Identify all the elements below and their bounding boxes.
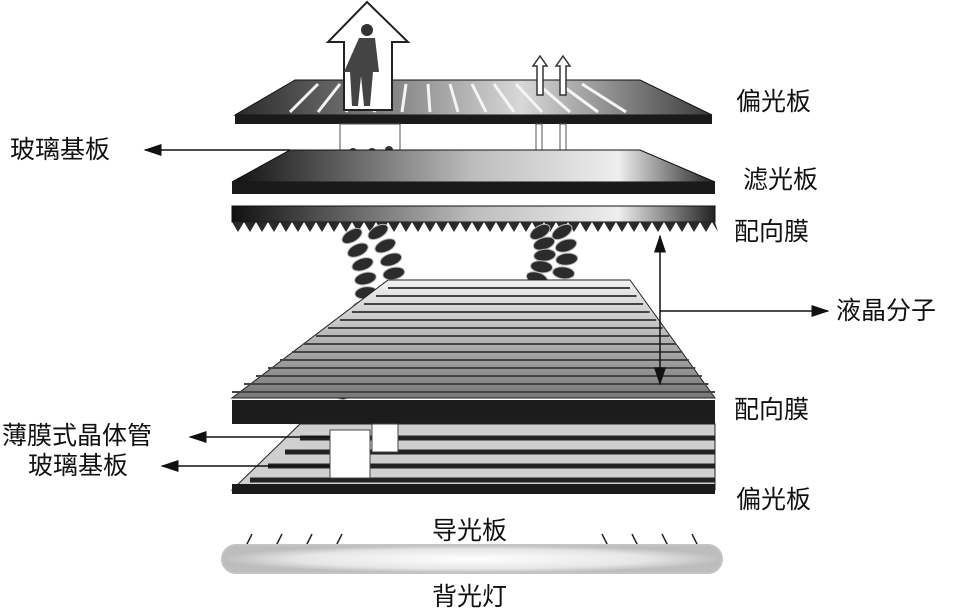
alignment-film-bottom-layer (230, 279, 716, 424)
lc-molecule (552, 266, 576, 280)
lc-molecule (530, 260, 554, 274)
alignment-film-top-layer (231, 205, 718, 232)
up-arrow-with-person-icon (325, 0, 411, 111)
label-glass-top: 玻璃基板 (10, 135, 111, 164)
label-light-guide: 导光板 (432, 516, 508, 545)
color-filter-layer (231, 149, 716, 194)
backlight-lamp (221, 544, 723, 574)
label-tft: 薄膜式晶体管 (2, 421, 153, 450)
polarizer-top-layer (233, 79, 713, 124)
small-up-arrows-icon (531, 54, 572, 96)
label-polarizer-top: 偏光板 (736, 87, 812, 116)
tft-glass-bottom-layer (230, 423, 716, 494)
label-backlight: 背光灯 (432, 582, 508, 611)
lc-molecule (554, 238, 578, 253)
label-color-filter: 滤光板 (743, 165, 819, 194)
label-alignment-bottom: 配向膜 (734, 395, 810, 424)
lc-molecule (351, 257, 374, 272)
label-polarizer-bottom: 偏光板 (736, 485, 812, 514)
lc-molecule (367, 223, 389, 241)
label-liquid-crystal: 液晶分子 (836, 296, 937, 325)
lc-molecule (354, 271, 377, 286)
lc-molecule (382, 266, 406, 281)
label-glass-bottom: 玻璃基板 (28, 451, 129, 480)
lc-molecule (379, 252, 403, 267)
lc-molecule (551, 223, 573, 241)
label-arrows (143, 144, 830, 472)
lc-molecule (555, 252, 579, 266)
lc-molecule (347, 242, 369, 258)
lc-molecule (374, 238, 397, 254)
label-alignment-top: 配向膜 (734, 217, 810, 246)
lc-molecule (341, 227, 363, 245)
